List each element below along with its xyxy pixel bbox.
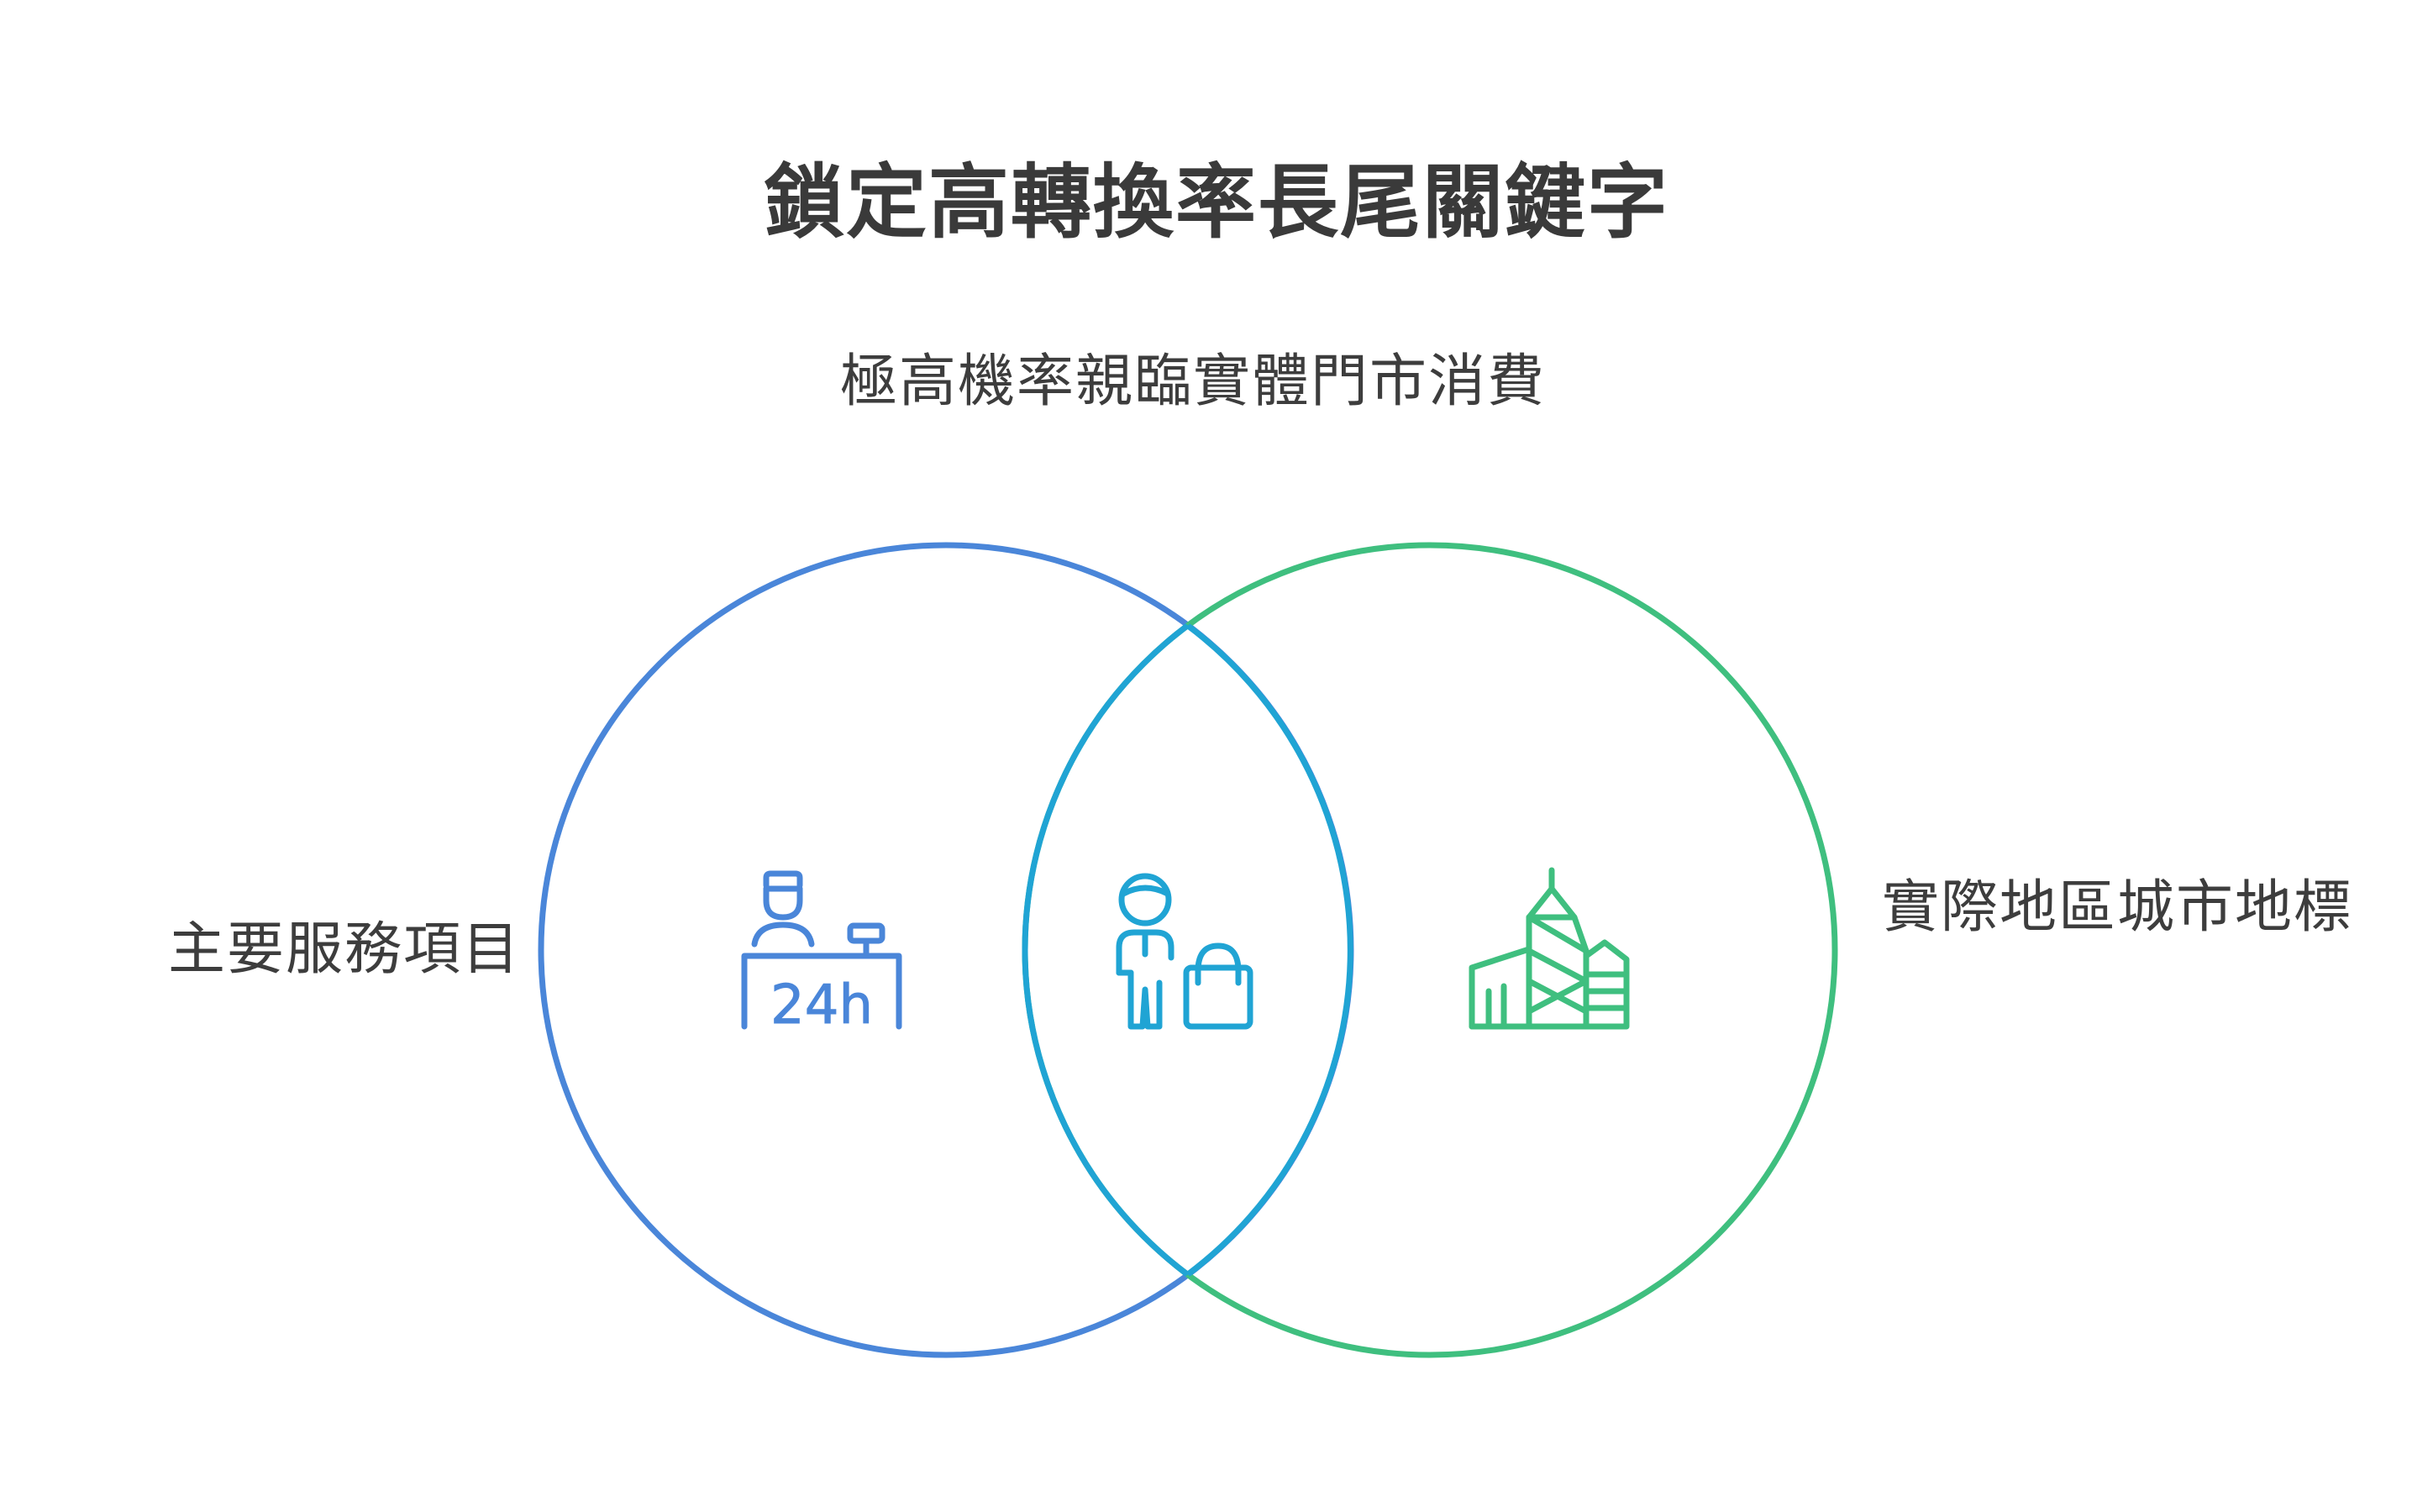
overlap-outline (1022, 545, 1351, 1355)
right-set-label: 實際地區城市地標 (1882, 874, 2353, 941)
overlap-left-arc (1185, 623, 1353, 1277)
shopper-with-bag-icon (1116, 873, 1253, 1030)
diagram-title: 鎖定高轉換率長尾關鍵字 (764, 155, 1669, 249)
service-counter-24h-icon (741, 870, 902, 1030)
left-set-label: 主要服務項目 (167, 916, 521, 983)
counter-24h-text: 24h (770, 974, 873, 1037)
city-landmark-buildings-icon (1469, 867, 1630, 1030)
overlap-label: 極高機率親臨實體門市消費 (839, 349, 1546, 415)
